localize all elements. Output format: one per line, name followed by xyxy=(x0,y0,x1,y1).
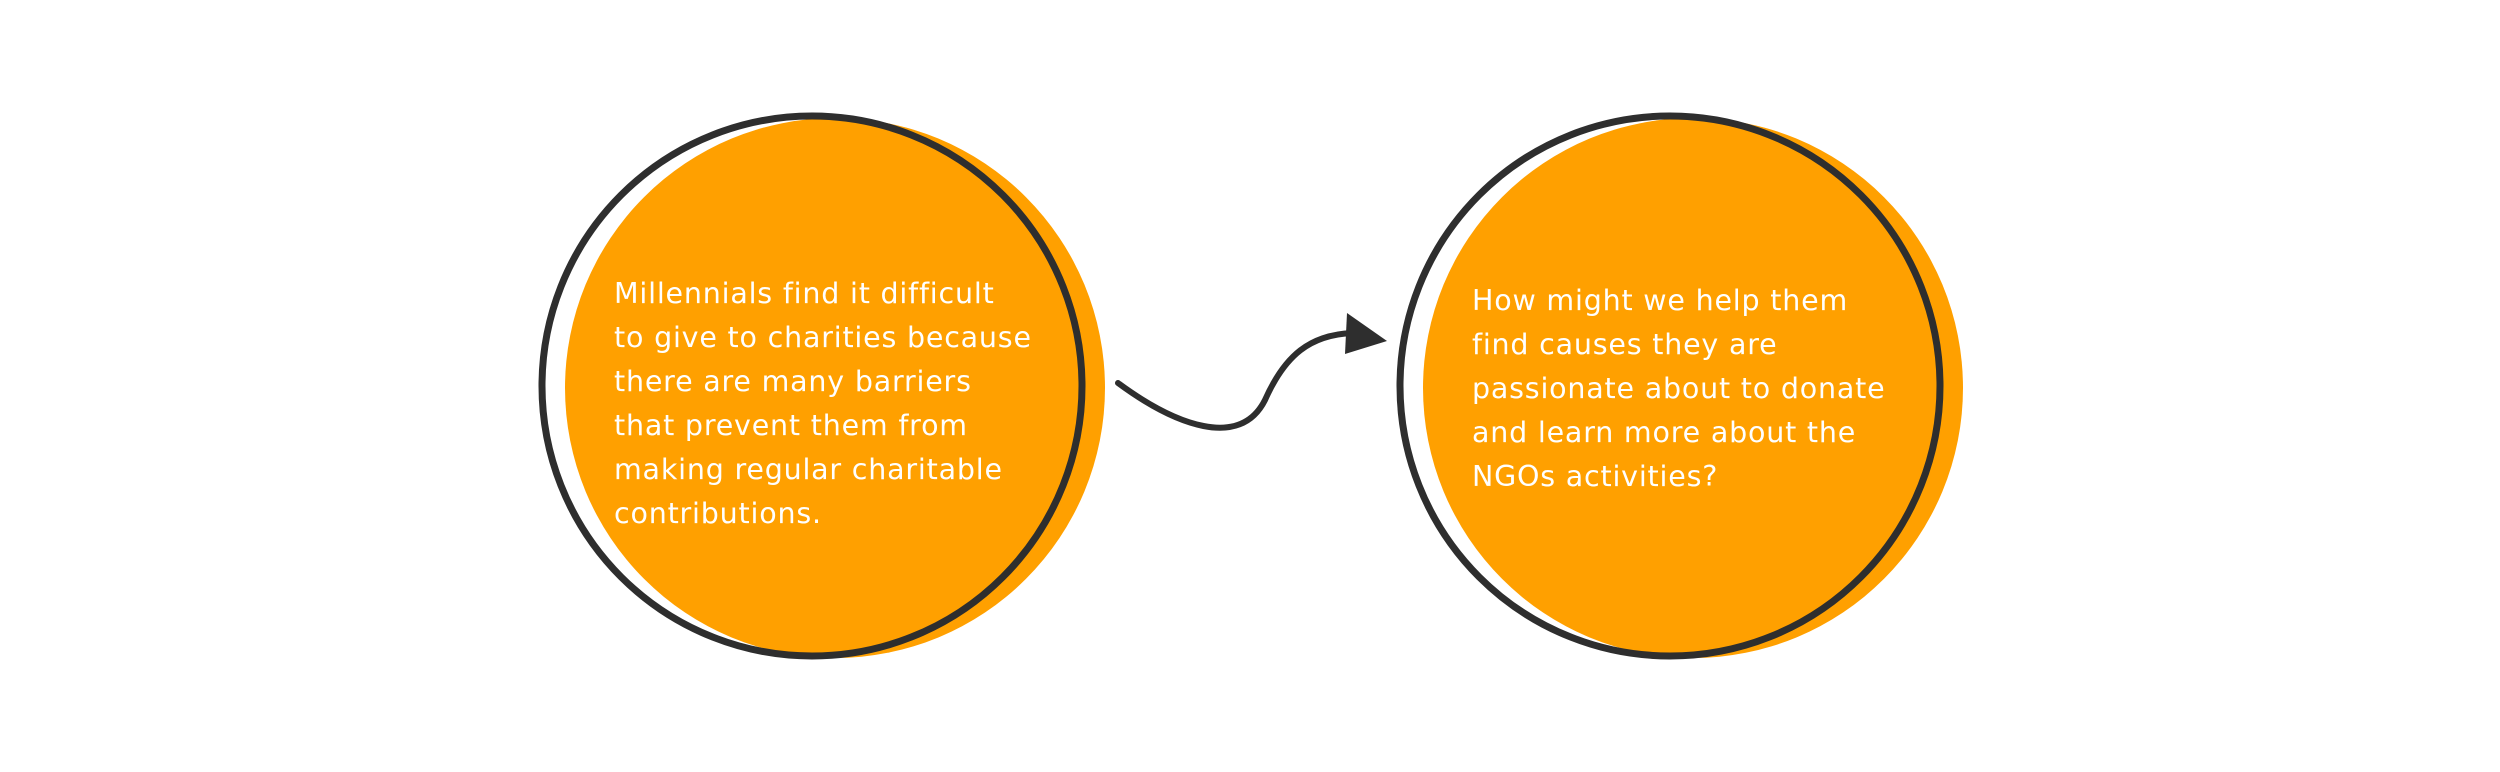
question-line: NGOs activities? xyxy=(1472,460,1719,493)
question-bubble-fill xyxy=(1423,118,1963,658)
arrow-curve xyxy=(1115,330,1355,431)
problem-line: making regular charitable xyxy=(614,453,1003,486)
question-bubble-outline xyxy=(1396,112,1944,660)
problem-statement-text: Millennials find it difficult to give to… xyxy=(614,272,1032,536)
question-line: How might we help them xyxy=(1472,284,1849,317)
question-statement-text: How might we help them find causes they … xyxy=(1472,279,1885,499)
question-line: find causes they are xyxy=(1472,328,1778,361)
problem-line: contributions. xyxy=(614,497,822,530)
problem-line: to give to charities because xyxy=(614,321,1032,354)
problem-bubble-outline xyxy=(538,112,1086,660)
problem-bubble-fill xyxy=(565,118,1105,658)
arrow-head xyxy=(1345,313,1387,354)
question-line: passionate about to donate xyxy=(1472,372,1886,405)
problem-line: there are many barriers xyxy=(614,365,972,398)
problem-line: that prevent them from xyxy=(614,409,968,442)
curved-arrow-icon xyxy=(1115,313,1387,431)
question-line: and learn more about the xyxy=(1472,416,1857,449)
problem-line: Millennials find it difficult xyxy=(614,277,995,310)
